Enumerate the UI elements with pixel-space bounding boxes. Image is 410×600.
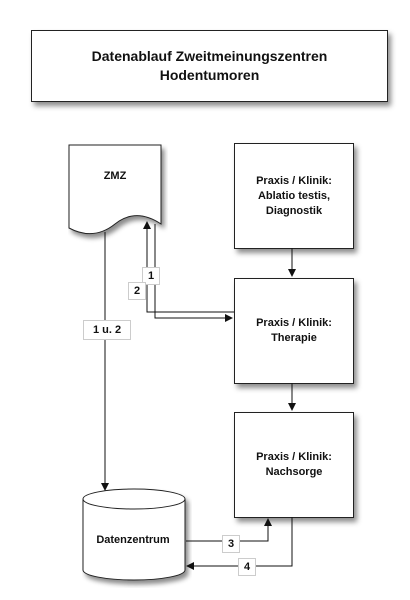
arrow-zmz-to-therapie (154, 224, 233, 322)
diagram-title-box: Datenablauf Zweitmeinungszentren Hodentu… (31, 30, 388, 102)
arrow-nachsorge-to-datenzentrum (186, 517, 293, 570)
praxis-nachsorge-line-1: Praxis / Klinik: (256, 451, 332, 463)
edge-label-4: 4 (238, 558, 256, 576)
praxis-therapie-box: Praxis / Klinik: Therapie (234, 278, 354, 384)
arrow-datenzentrum-to-nachsorge (186, 518, 272, 542)
praxis-nachsorge-line-2: Nachsorge (265, 466, 323, 478)
arrow-therapie-to-zmz (143, 221, 234, 313)
edge-label-1: 1 (142, 267, 160, 285)
praxis-therapie-line-1: Praxis / Klinik: (256, 317, 332, 329)
edge-label-1-und-2: 1 u. 2 (83, 320, 131, 340)
diagram-title-line-1: Datenablauf Zweitmeinungszentren (91, 48, 328, 64)
praxis-nachsorge-box: Praxis / Klinik: Nachsorge (234, 412, 354, 518)
zmz-label: ZMZ (103, 170, 127, 182)
zmz-document-shape (68, 144, 162, 234)
praxis-diagnostik-box: Praxis / Klinik: Ablatio testis, Diagnos… (234, 143, 354, 249)
edge-label-3: 3 (222, 535, 240, 553)
praxis-diagnostik-line-3: Diagnostik (265, 204, 323, 217)
praxis-diagnostik-line-1: Praxis / Klinik: (256, 174, 332, 187)
edge-label-2: 2 (128, 282, 146, 300)
datenzentrum-label: Datenzentrum (96, 534, 170, 546)
diagram-title-line-2: Hodentumoren (159, 67, 260, 83)
praxis-therapie-line-2: Therapie (271, 332, 317, 344)
praxis-diagnostik-line-2: Ablatio testis, (257, 189, 331, 202)
